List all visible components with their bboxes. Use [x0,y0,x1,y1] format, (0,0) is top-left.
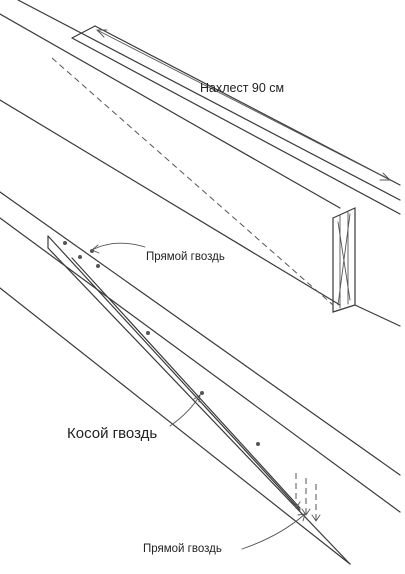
nail-mark [200,391,204,395]
nail-mark [63,241,67,245]
nail-mark [146,331,150,335]
lower-board [0,191,401,565]
oblique-nail-label: Косой гвоздь [67,425,158,442]
nail-mark [256,442,260,446]
straight-nail-label-bottom: Прямой гвоздь [143,543,222,555]
nails [63,241,260,446]
board-end-section [332,207,356,313]
overlap-dimension [96,29,391,181]
nail-mark [78,255,82,259]
hidden-edge-line [51,57,334,306]
straight-nail-label-top: Прямой гвоздь [146,251,225,263]
nail-direction-arrows [291,473,321,522]
upper-board [0,0,401,327]
overlap-label: Нахлест 90 см [200,81,285,95]
leader-lines [91,242,306,550]
nail-mark [96,264,100,268]
